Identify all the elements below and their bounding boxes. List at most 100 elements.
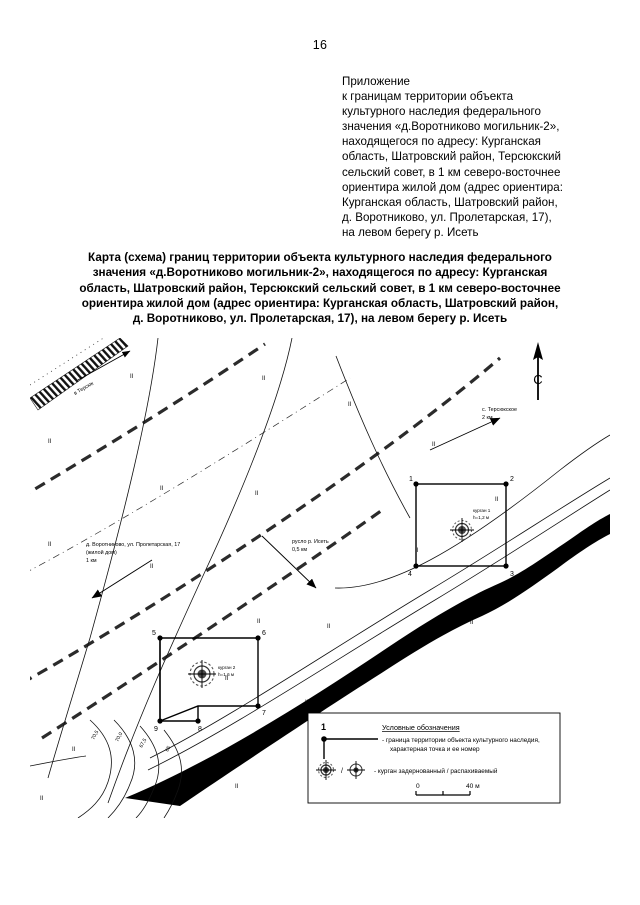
legend-item-text: характерная точка и ее номер bbox=[390, 746, 480, 753]
river-iset bbox=[125, 434, 610, 806]
kurgan-1-symbol bbox=[450, 518, 474, 542]
title-line: д. Воротниково, ул. Пролетарская, 17), н… bbox=[132, 312, 508, 326]
appendix-header: Приложение к границам территории объекта… bbox=[342, 74, 604, 240]
title-line: значения «д.Воротниково могильник-2», на… bbox=[92, 266, 548, 280]
svg-text:II: II bbox=[495, 497, 499, 503]
boundary-point-label: 7 bbox=[262, 710, 266, 717]
boundary-point-marker bbox=[157, 635, 163, 641]
boundary-point-marker bbox=[503, 481, 509, 487]
kurgan-2-name: курган 2 bbox=[218, 665, 236, 670]
boundary-point-label: 6 bbox=[262, 630, 266, 637]
map-figure: II II II II II II II II II II II II II I… bbox=[30, 338, 610, 818]
boundary-point-marker bbox=[413, 481, 419, 487]
kurgan-2-height: h=1,6 м bbox=[218, 672, 234, 677]
svg-text:II: II bbox=[432, 442, 436, 448]
appendix-line: на левом берегу р. Исеть bbox=[342, 225, 479, 239]
svg-text:II: II bbox=[48, 439, 52, 445]
appendix-line: Приложение bbox=[342, 75, 411, 88]
kurgan-1-height: h=1,2 м bbox=[473, 515, 489, 520]
legend-kurgan-turfed-icon bbox=[316, 760, 336, 780]
terсyukskoe-line: 2 км bbox=[482, 415, 493, 421]
scale-to: 40 м bbox=[466, 783, 480, 790]
svg-text:II: II bbox=[257, 619, 261, 625]
legend-scale-bar: 0 40 м bbox=[415, 783, 480, 796]
compass-north-arrow: С bbox=[533, 342, 543, 400]
appendix-line: Курганская область, Шатровский район, bbox=[342, 195, 558, 209]
page-number: 16 bbox=[312, 38, 328, 52]
label-vorotnikovo: д. Воротниково, ул. Пролетарская, 17 (жи… bbox=[86, 542, 180, 599]
legend-item-text: - курган задернованный / распахиваемый bbox=[374, 767, 498, 775]
contour-label: 65 bbox=[164, 745, 172, 753]
map-canvas: II II II II II II II II II II II II II I… bbox=[30, 338, 610, 818]
svg-text:II: II bbox=[327, 624, 331, 630]
dashed-track-lines bbox=[30, 342, 502, 740]
boundary-point-marker bbox=[195, 718, 201, 724]
appendix-line: значения «д.Воротниково могильник-2», bbox=[342, 120, 560, 134]
legend-box: Условные обозначения 1 - граница террито… bbox=[307, 712, 561, 804]
svg-text:II: II bbox=[160, 486, 164, 492]
appendix-line: находящегося по адресу: Курганская bbox=[342, 135, 541, 149]
appendix-line: область, Шатровский район, Терсюкский bbox=[342, 150, 561, 164]
svg-text:II: II bbox=[255, 491, 259, 497]
svg-text:II: II bbox=[262, 376, 266, 382]
svg-text:II: II bbox=[235, 784, 239, 790]
contour-label: 70,0 bbox=[114, 731, 124, 743]
scale-from: 0 bbox=[416, 783, 420, 790]
kurgan-2-symbol bbox=[188, 660, 216, 688]
svg-text:II: II bbox=[225, 676, 229, 682]
boundary-point-label: 3 bbox=[510, 571, 514, 578]
compass-label: С bbox=[533, 372, 542, 387]
appendix-line: сельский совет, в 1 км северо-восточнее bbox=[342, 165, 561, 179]
appendix-line: к границам территории объекта bbox=[342, 90, 514, 104]
contour-labels: 70,5 70,0 67,5 65 bbox=[90, 729, 172, 753]
vorotnikovo-line: д. Воротниково, ул. Пролетарская, 17 bbox=[86, 542, 180, 548]
legend-slash: / bbox=[341, 768, 343, 775]
boundary-polygon-1: 1 2 3 4 bbox=[408, 476, 514, 578]
vorotnikovo-line: (жилой дом) bbox=[86, 549, 117, 556]
river-label-line: 0,5 км bbox=[292, 547, 307, 553]
appendix-line: д. Воротниково, ул. Пролетарская, 17), bbox=[342, 210, 552, 224]
svg-text:II: II bbox=[40, 796, 44, 802]
relief-lines bbox=[47, 338, 411, 804]
terсyukskoe-line: с. Терсюкское bbox=[482, 407, 517, 413]
road-band bbox=[30, 338, 131, 411]
legend-point-number: 1 bbox=[321, 722, 326, 732]
label-river-iset: русло р. Исеть 0,5 км bbox=[261, 535, 329, 589]
svg-text:II: II bbox=[130, 374, 134, 380]
appendix-line: культурного наследия федерального bbox=[342, 105, 541, 119]
boundary-point-label: 8 bbox=[198, 726, 202, 733]
contour-label: 70,5 bbox=[90, 729, 100, 741]
appendix-line: ориентира жилой дом (адрес ориентира: bbox=[342, 180, 563, 194]
boundary-point-marker bbox=[503, 563, 509, 569]
kurgan-1-name: курган 1 bbox=[473, 508, 491, 513]
boundary-point-label: 2 bbox=[510, 476, 514, 483]
svg-text:II: II bbox=[470, 620, 474, 626]
boundary-point-label: 5 bbox=[152, 630, 156, 637]
boundary-point-marker bbox=[255, 635, 261, 641]
title-line: область, Шатровский район, Терсюкский се… bbox=[79, 281, 561, 295]
title-line: ориентира жилой дом (адрес ориентира: Ку… bbox=[81, 296, 559, 310]
svg-text:II: II bbox=[150, 564, 154, 570]
svg-text:II: II bbox=[415, 548, 419, 554]
legend-boundary-sample: 1 bbox=[321, 722, 378, 759]
contour-lines bbox=[30, 719, 182, 818]
boundary-point-label: 9 bbox=[154, 726, 158, 733]
vorotnikovo-line: 1 км bbox=[86, 558, 97, 564]
page-title: Карта (схема) границ территории объекта … bbox=[55, 250, 585, 326]
boundary-polygon-2: 5 6 7 8 9 bbox=[152, 630, 266, 733]
boundary-point-label: 4 bbox=[408, 571, 412, 578]
svg-text:II: II bbox=[348, 402, 352, 408]
title-line: Карта (схема) границ территории объекта … bbox=[88, 251, 552, 264]
river-label-line: русло р. Исеть bbox=[292, 539, 329, 545]
label-terсyukskoe: с. Терсюкское 2 км bbox=[429, 407, 517, 451]
boundary-point-marker bbox=[255, 703, 261, 709]
svg-text:II: II bbox=[72, 747, 76, 753]
legend-kurgan-plowed-icon bbox=[347, 761, 365, 779]
boundary-point-label: 1 bbox=[409, 476, 413, 483]
svg-text:II: II bbox=[48, 542, 52, 548]
boundary-point-marker bbox=[157, 718, 163, 724]
boundary-point-marker bbox=[413, 563, 419, 569]
legend-item-text: - граница территории объекта культурного… bbox=[382, 736, 540, 744]
contour-label: 67,5 bbox=[138, 737, 148, 749]
legend-title: Условные обозначения bbox=[382, 723, 460, 732]
